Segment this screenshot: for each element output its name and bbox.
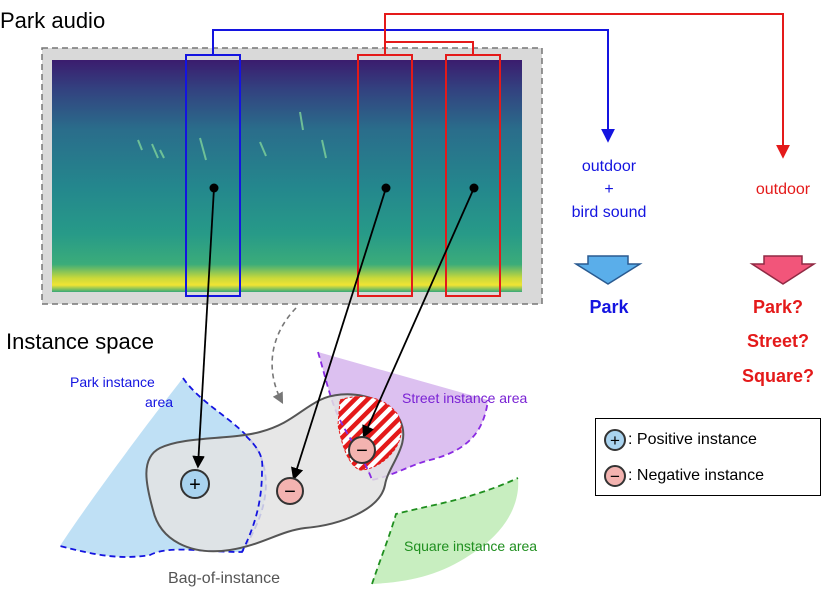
legend-negative-row: − : Negative instance: [604, 462, 764, 490]
legend-negative-icon: −: [604, 465, 626, 487]
mapping-arrow-positive: [192, 187, 215, 469]
blue-connector-line: [212, 29, 615, 143]
bag-of-instance-label: Bag-of-instance: [168, 570, 281, 587]
label-outdoor-red: outdoor: [755, 181, 811, 198]
red-connector-line: [384, 13, 790, 159]
title-park-audio: Park audio: [0, 8, 106, 33]
park-area-label-line2: area: [145, 394, 174, 410]
mapping-arrow-negative-2: [362, 187, 475, 439]
negative-instance-symbol-1: −: [284, 481, 296, 503]
result-street-question: Street?: [746, 331, 809, 351]
park-area-edge-over-bag: [241, 435, 264, 553]
result-square-question: Square?: [741, 366, 815, 386]
square-instance-area-border: [371, 477, 519, 585]
bag-of-instance-shape: [145, 393, 405, 553]
negative-instance-circle-2: [348, 436, 376, 464]
legend-positive-label: : Positive instance: [628, 431, 757, 448]
mapping-arrow-negative-1: [291, 187, 387, 481]
legend-negative-label: : Negative instance: [628, 467, 765, 484]
result-arrow-blue: [573, 255, 643, 285]
label-bird-sound: bird sound: [571, 204, 647, 221]
negative-instance-circle-1: [276, 477, 304, 505]
label-plus: +: [604, 181, 614, 198]
square-area-label: Square instance area: [404, 538, 538, 554]
positive-instance-symbol: +: [189, 474, 201, 496]
park-instance-area-border: [59, 377, 267, 558]
park-area-label-line1: Park instance: [70, 374, 155, 390]
legend-positive-row: + : Positive instance: [604, 426, 757, 454]
dashed-bag-arrow: [271, 307, 297, 404]
street-area-label: Street instance area: [402, 390, 528, 406]
result-park: Park: [589, 297, 629, 317]
legend-box: + : Positive instance − : Negative insta…: [595, 418, 821, 496]
result-arrow-red: [749, 255, 817, 285]
title-instance-space: Instance space: [6, 329, 154, 354]
label-outdoor-blue: outdoor: [581, 158, 637, 175]
positive-instance-circle: [180, 469, 210, 499]
negative-instance-symbol-2: −: [356, 440, 368, 462]
spectrogram-streaks: [137, 111, 327, 161]
red-connector-line-2: [385, 41, 474, 55]
spectrogram-image: [52, 60, 522, 292]
square-instance-area: [372, 478, 519, 584]
result-park-question: Park?: [752, 297, 804, 317]
legend-positive-icon: +: [604, 429, 626, 451]
